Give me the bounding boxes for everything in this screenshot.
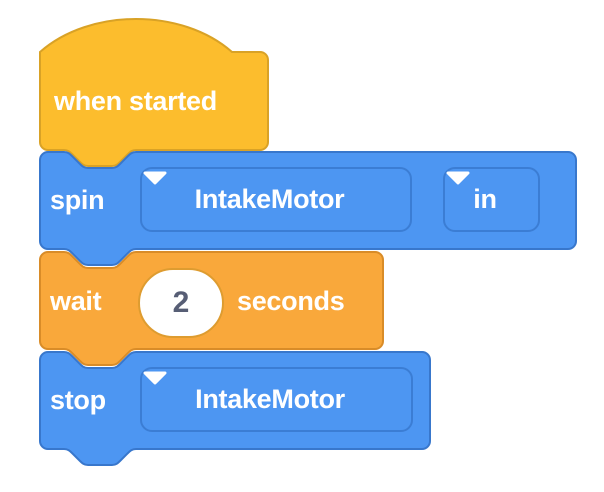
when-started-label: when started bbox=[54, 86, 217, 116]
wait-seconds-value: 2 bbox=[172, 286, 190, 319]
spin-motor-dropdown-value: IntakeMotor bbox=[194, 184, 345, 214]
when-started-block-shape bbox=[39, 18, 269, 167]
wait-label: wait bbox=[50, 286, 102, 316]
wait-unit-label: seconds bbox=[237, 286, 345, 316]
block-shape bbox=[39, 18, 269, 167]
stop-label: stop bbox=[50, 385, 106, 415]
wait-seconds-input[interactable]: 2 bbox=[138, 268, 224, 338]
spin-direction-dropdown[interactable]: in bbox=[443, 167, 540, 232]
stop-block-shape bbox=[39, 351, 431, 466]
block-shape bbox=[39, 151, 577, 266]
wait-block[interactable]: wait 2 seconds bbox=[39, 251, 386, 367]
block-shape bbox=[39, 351, 431, 466]
stop-motor-dropdown-value: IntakeMotor bbox=[195, 384, 345, 414]
spin-label: spin bbox=[50, 185, 105, 215]
spin-block[interactable]: spin IntakeMotor in bbox=[39, 151, 579, 267]
spin-motor-dropdown[interactable]: IntakeMotor bbox=[140, 167, 412, 232]
spin-direction-dropdown-value: in bbox=[473, 184, 497, 214]
spin-block-shape bbox=[39, 151, 577, 266]
when-started-block[interactable]: when started bbox=[39, 13, 269, 168]
stop-motor-dropdown[interactable]: IntakeMotor bbox=[140, 367, 413, 432]
stop-block[interactable]: stop IntakeMotor bbox=[39, 351, 433, 469]
